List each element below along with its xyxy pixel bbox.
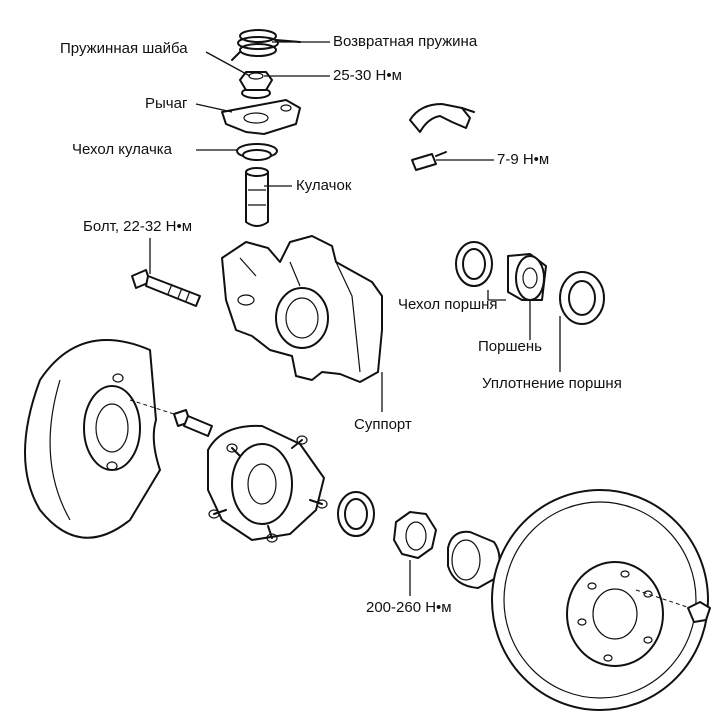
hub-nut	[393, 511, 437, 559]
label-caliper: Суппорт	[354, 416, 412, 433]
return-spring	[231, 29, 301, 61]
hub	[207, 424, 328, 543]
label-cam: Кулачок	[296, 177, 352, 194]
label-return-spring: Возвратная пружина	[333, 33, 478, 50]
backing-plate	[24, 339, 161, 539]
label-piston-boot: Чехол поршня	[398, 296, 498, 313]
label-spring-washer: Пружинная шайба	[60, 40, 188, 57]
label-cam-boot: Чехол кулачка	[72, 141, 172, 158]
caliper-body	[221, 235, 383, 383]
brake-disc	[491, 489, 709, 711]
caliper-bolt	[131, 269, 201, 307]
dust-cap	[447, 530, 501, 589]
piston-boot	[455, 241, 493, 287]
cam	[245, 167, 269, 227]
cam-boot	[236, 143, 278, 161]
label-piston-seal: Уплотнение поршня	[482, 375, 622, 392]
label-lever: Рычаг	[145, 95, 188, 112]
leader-lines	[149, 41, 561, 596]
bleeder-screw	[411, 151, 447, 171]
seal-ring	[337, 491, 375, 537]
hub-bolt	[129, 399, 213, 437]
label-bolt: Болт, 22-32 Н•м	[83, 218, 193, 235]
label-hub-nut-torque: 200-260 Н•м	[366, 599, 452, 616]
label-bleeder-torque: 7-9 Н•м	[497, 151, 550, 168]
label-piston: Поршень	[478, 338, 542, 355]
bracket	[409, 103, 475, 133]
piston	[507, 253, 547, 301]
label-nut-torque: 25-30 Н•м	[333, 67, 402, 84]
piston-seal	[559, 271, 605, 325]
lever	[221, 99, 301, 135]
disc-screw	[635, 589, 711, 623]
